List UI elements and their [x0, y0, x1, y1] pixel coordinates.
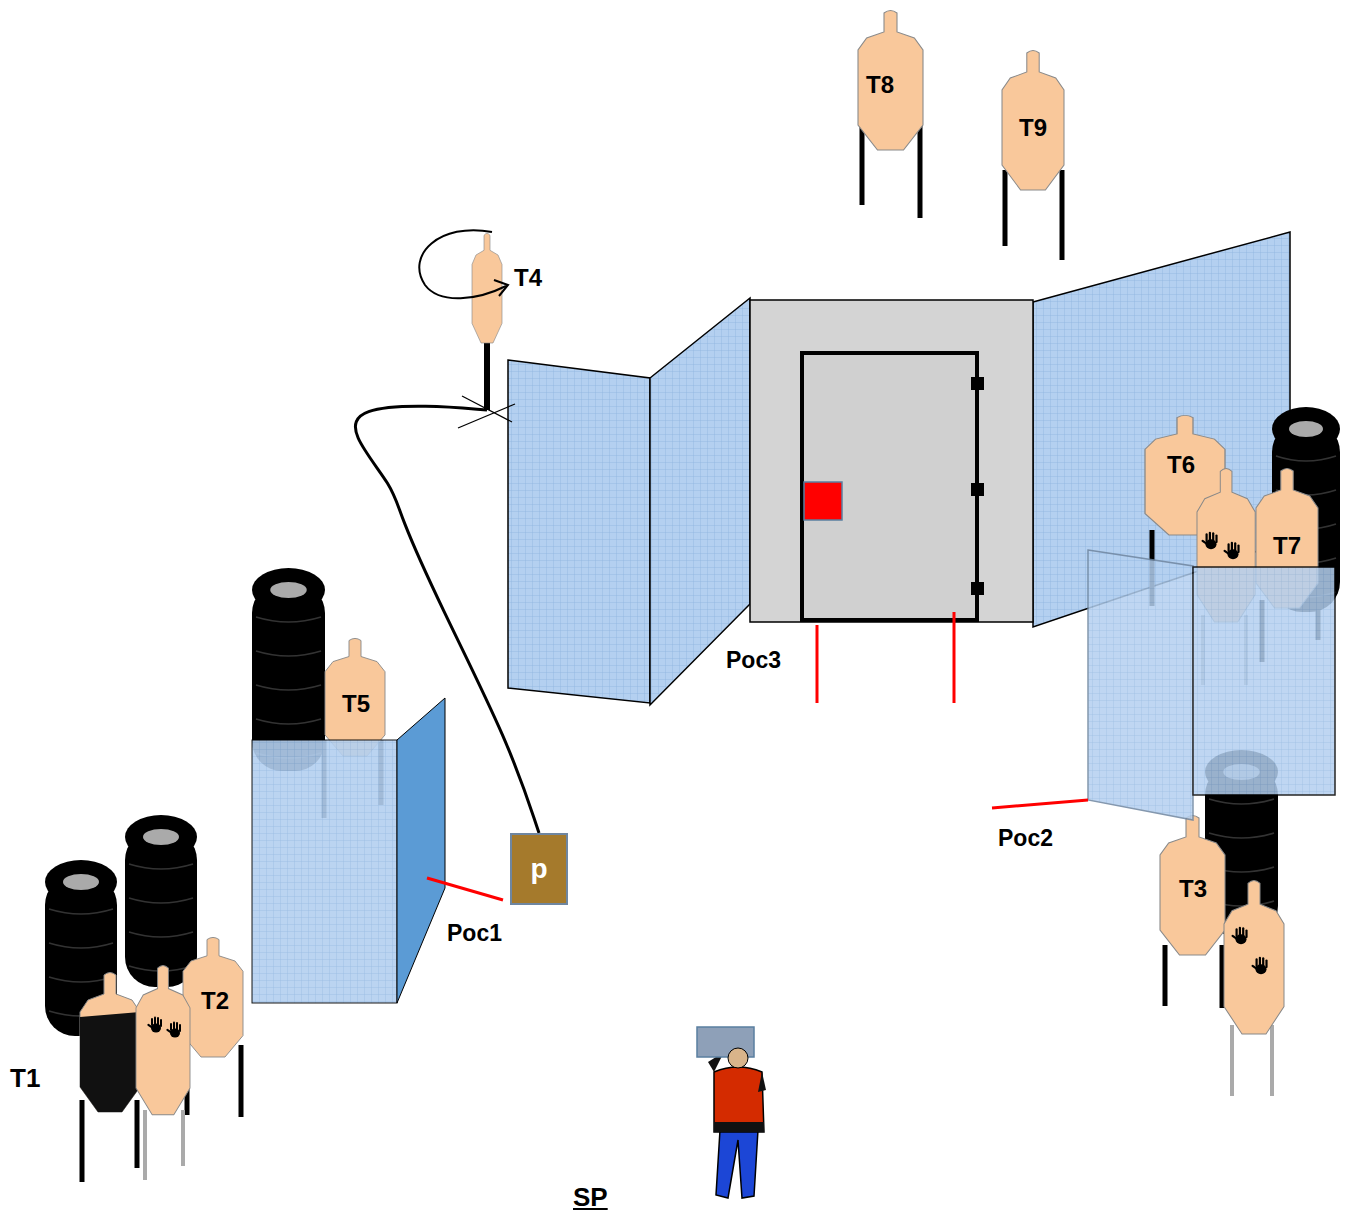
tire-stack: [125, 815, 197, 987]
target-number: T2: [201, 988, 229, 1014]
target-number: T7: [1273, 533, 1301, 559]
fault-line-label: Poc1: [447, 921, 502, 946]
target-number: T6: [1167, 452, 1195, 478]
start-position: SP: [573, 1183, 608, 1212]
fault-line-label: Poc3: [726, 648, 781, 673]
no-shoot-target: [136, 966, 190, 1180]
target-silhouette: [472, 233, 502, 410]
target: T4: [472, 233, 502, 410]
target-number: T1: [10, 1064, 40, 1093]
door-frame: [750, 300, 1033, 622]
target: T5: [325, 638, 385, 756]
no-shoot-target: [1197, 469, 1255, 685]
target: T7: [1256, 468, 1318, 608]
target-number: T3: [1179, 876, 1207, 902]
door: [802, 353, 977, 620]
target: T2: [183, 937, 243, 1057]
wall-panel: [1033, 232, 1290, 627]
wall-panel: [1088, 550, 1335, 820]
door-hinge: [971, 377, 984, 595]
target-number: T4: [514, 265, 542, 291]
target-cable: [355, 406, 539, 833]
barrel-stacks: [45, 407, 1340, 1036]
target: T6: [1145, 415, 1225, 535]
target-t1: [80, 973, 140, 1183]
no-shoot-target: [1224, 881, 1284, 1096]
target: T9: [1002, 50, 1064, 190]
door-activator: [804, 482, 842, 520]
prop-label: p: [530, 855, 547, 883]
wall-panel: [508, 360, 650, 703]
target: T3: [1160, 815, 1225, 955]
tire-stack: [45, 860, 117, 1036]
shooter-figure: [697, 1027, 766, 1198]
barricade-wall: [252, 698, 445, 1003]
rotation-arrow: [419, 230, 508, 298]
target-number: T5: [342, 691, 370, 717]
target-stand: [187, 530, 1318, 1117]
tire-stack: [252, 568, 325, 771]
fault-line: [427, 612, 1088, 900]
fault-line-label: Poc2: [998, 826, 1053, 851]
prop-box: p: [510, 833, 568, 905]
target: T8: [858, 10, 923, 150]
target-number: T8: [866, 72, 894, 98]
wall-panel: [650, 298, 750, 705]
target-number: T9: [1019, 115, 1047, 141]
